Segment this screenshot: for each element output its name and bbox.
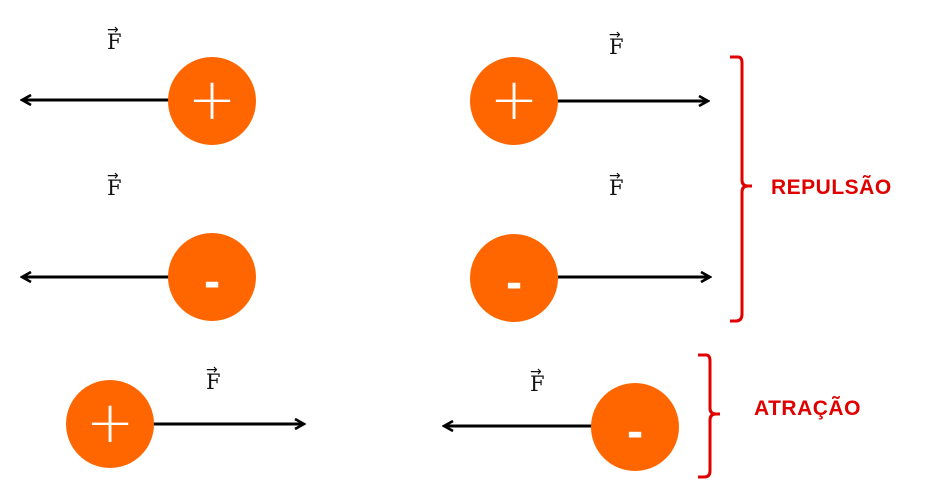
vector-arrow-mark: → <box>609 27 621 43</box>
attraction-label: ATRAÇÃO <box>754 397 861 420</box>
charge-symbol: - <box>505 261 523 307</box>
charge-symbol: + <box>85 388 135 456</box>
repulsion-bracket <box>730 55 752 323</box>
vector-arrow-mark: → <box>530 364 542 380</box>
charge-symbol: + <box>489 65 539 133</box>
repulsion-label: REPULSÃO <box>771 176 892 199</box>
attraction-bracket <box>698 353 720 479</box>
negative-charge-3: - <box>591 383 679 471</box>
force-label-2: →F <box>609 27 624 59</box>
positive-charge-3: + <box>66 380 154 468</box>
vector-arrow-mark: → <box>107 22 119 38</box>
positive-charge-1: + <box>168 57 256 145</box>
force-label-1: →F <box>107 22 122 54</box>
charge-symbol: - <box>626 410 644 456</box>
positive-charge-2: + <box>470 57 558 145</box>
charge-symbol: - <box>203 260 221 306</box>
charge-symbol: + <box>187 65 237 133</box>
negative-charge-2: - <box>470 234 558 322</box>
vector-arrow-mark: → <box>206 362 218 378</box>
vector-arrow-mark: → <box>107 168 119 184</box>
force-label-3: →F <box>107 168 122 200</box>
vector-arrow-mark: → <box>609 168 621 184</box>
force-label-5: →F <box>206 362 221 394</box>
force-label-4: →F <box>609 168 624 200</box>
force-label-6: →F <box>530 364 545 396</box>
negative-charge-1: - <box>168 233 256 321</box>
